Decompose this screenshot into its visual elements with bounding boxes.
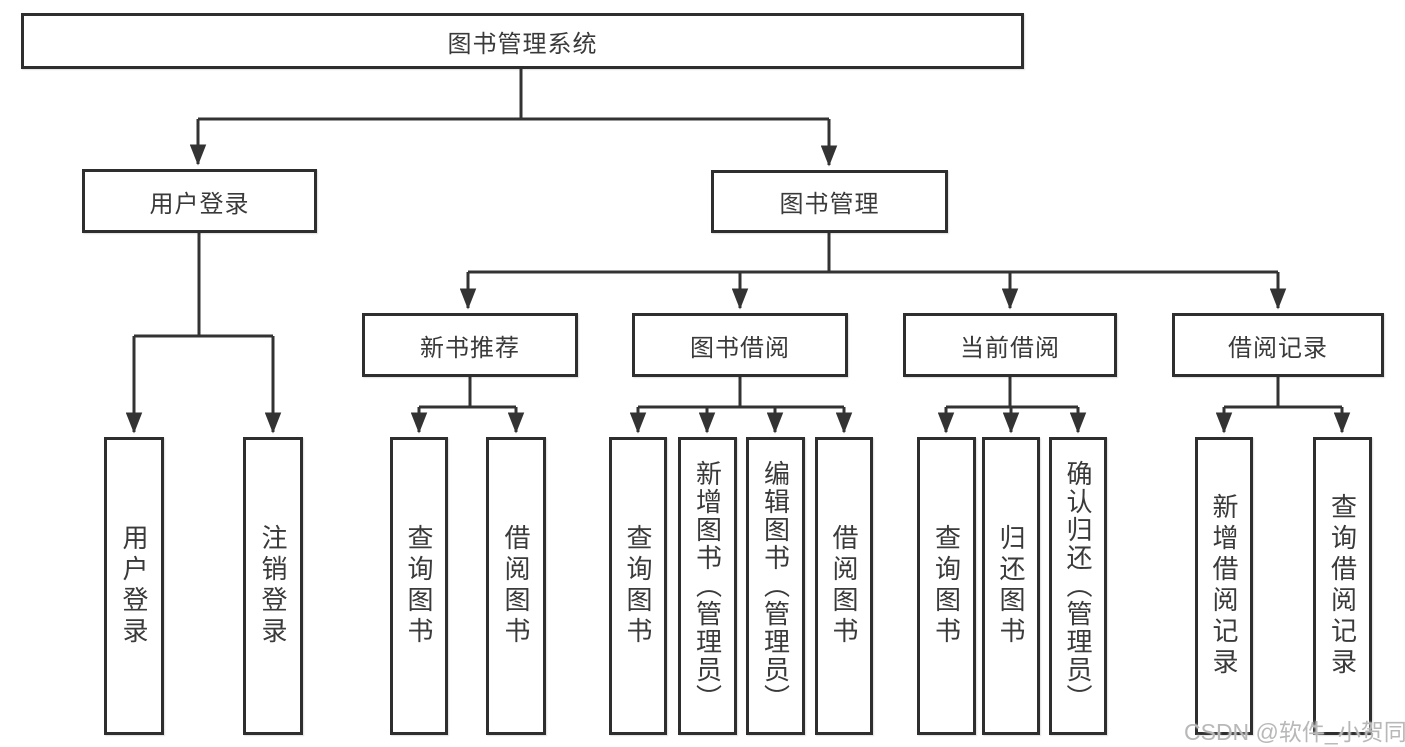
leaf-confirm-return-admin: 确认归还（管理员） [1049,437,1107,735]
node-new-book-recommendation: 新书推荐 [362,313,578,377]
leaf-borrow-books-1: 借阅图书 [486,437,546,735]
leaf-add-borrow-record: 新增借阅记录 [1195,437,1253,735]
leaf-user-login: 用户登录 [104,437,164,735]
node-book-borrowing: 图书借阅 [632,313,848,377]
node-user-login: 用户登录 [82,169,317,233]
leaf-query-borrow-record: 查询借阅记录 [1313,437,1372,735]
node-book-management: 图书管理 [711,170,948,233]
node-borrowing-records: 借阅记录 [1172,313,1384,377]
node-library-management-system: 图书管理系统 [21,13,1024,69]
node-current-borrowing: 当前借阅 [903,313,1117,377]
leaf-add-books-admin: 新增图书（管理员） [678,437,737,735]
leaf-logout: 注销登录 [243,437,303,735]
leaf-query-books-2: 查询图书 [609,437,667,735]
leaf-borrow-books-2: 借阅图书 [815,437,873,735]
leaf-return-books: 归还图书 [982,437,1040,735]
leaf-query-books-1: 查询图书 [390,437,448,735]
leaf-query-books-3: 查询图书 [917,437,976,735]
csdn-watermark: CSDN @软件_小贺同学 [1184,719,1405,745]
leaf-edit-books-admin: 编辑图书（管理员） [746,437,805,735]
